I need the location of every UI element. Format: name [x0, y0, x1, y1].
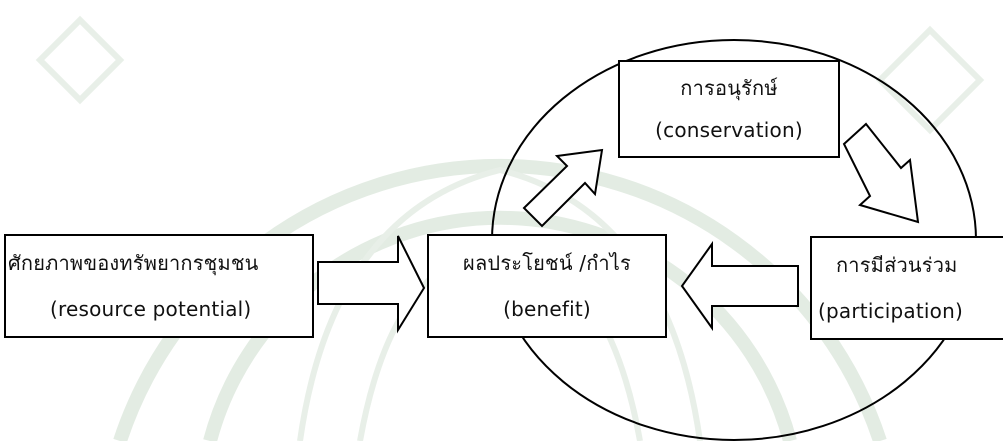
- node-participation-thai: การมีส่วนร่วม: [836, 253, 958, 277]
- arrow-benefit-to-conservation: [522, 148, 604, 228]
- node-conservation-thai: การอนุรักษ์: [680, 76, 778, 100]
- arrow-participation-to-benefit: [680, 240, 799, 332]
- node-conservation: การอนุรักษ์ (conservation): [618, 60, 840, 158]
- node-benefit-english: (benefit): [503, 297, 591, 321]
- arrow-resource-to-benefit: [317, 235, 426, 334]
- node-resource-potential-english: (resource potential): [50, 297, 252, 321]
- node-participation-english: (participation): [818, 299, 963, 323]
- node-participation: การมีส่วนร่วม (participation): [810, 236, 1003, 340]
- node-resource-potential-thai: ศักยภาพของทรัพยากรชุมชน: [8, 251, 259, 275]
- node-benefit-thai: ผลประโยชน์ /กำไร: [463, 251, 631, 275]
- arrow-conservation-to-participation: [842, 122, 920, 224]
- node-benefit: ผลประโยชน์ /กำไร (benefit): [427, 234, 667, 338]
- node-conservation-english: (conservation): [655, 118, 803, 142]
- node-resource-potential: ศักยภาพของทรัพยากรชุมชน (resource potent…: [4, 234, 314, 338]
